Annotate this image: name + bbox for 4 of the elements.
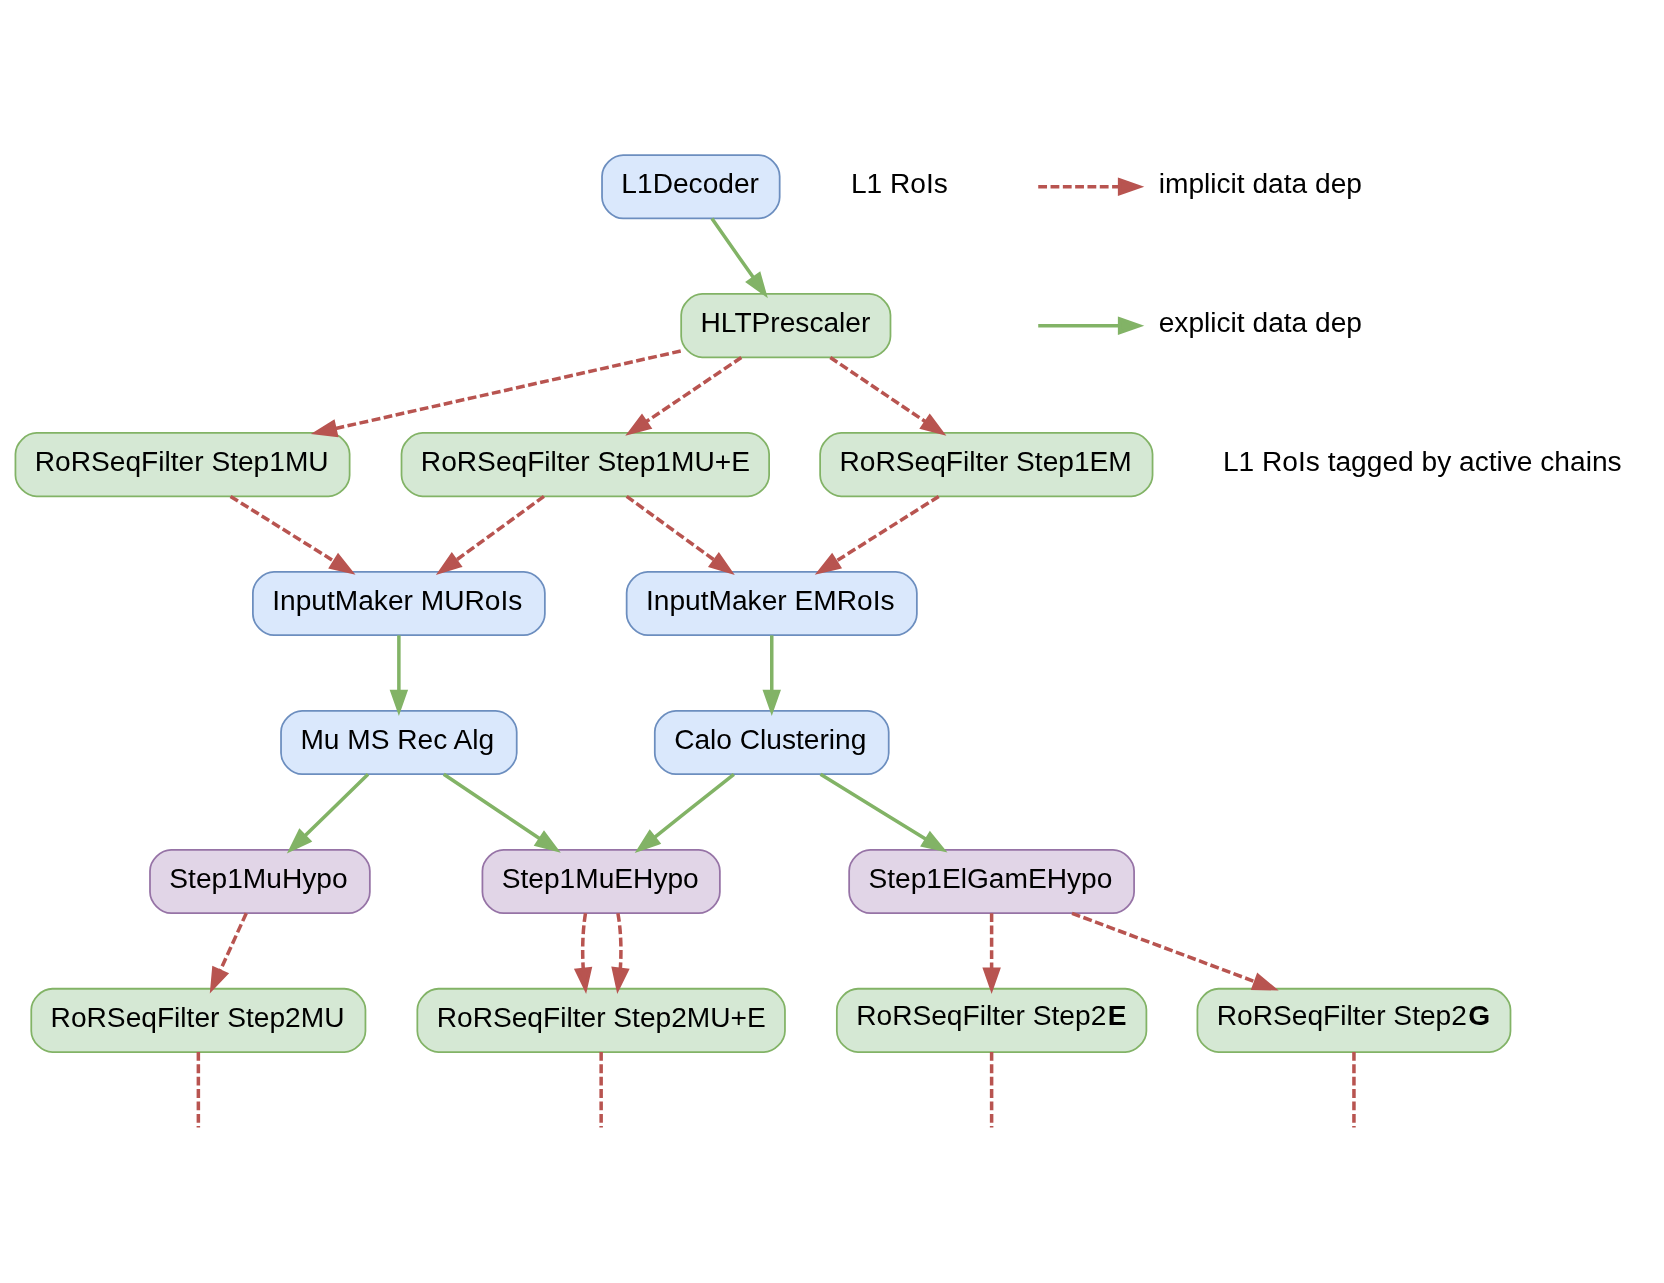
label: L1 RoIs (850, 167, 948, 199)
label: L1 RoIs tagged by active chains (1222, 445, 1622, 477)
legend-label: explicit data dep (1158, 306, 1362, 338)
legend-label: implicit data dep (1158, 167, 1362, 199)
